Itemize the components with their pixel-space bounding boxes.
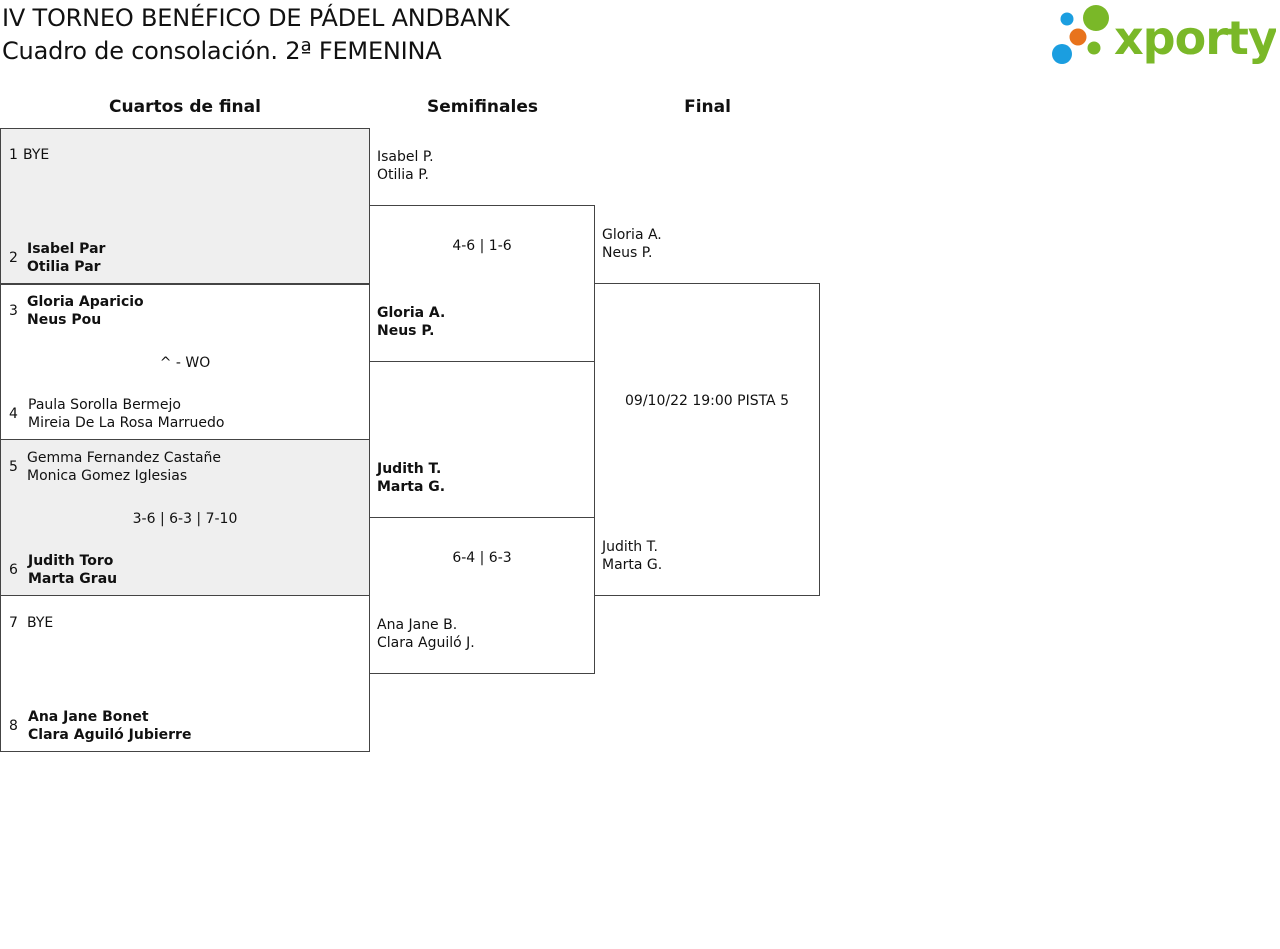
seed-number: 7 bbox=[9, 615, 18, 631]
player-name: Neus Pou bbox=[27, 312, 102, 328]
match-schedule: 09/10/22 19:00 PISTA 5 bbox=[625, 393, 789, 409]
column-header-final: Final bbox=[684, 97, 731, 117]
team-bottom-winner[interactable]: Isabel Par Otilia Par bbox=[27, 240, 105, 276]
player-name: Monica Gomez Iglesias bbox=[27, 468, 188, 484]
player-name: Gemma Fernandez Castañe bbox=[27, 450, 222, 466]
player-name: Gloria Aparicio bbox=[27, 294, 144, 310]
semifinal-2-team-bottom[interactable]: Ana Jane B. Clara Aguiló J. bbox=[377, 616, 475, 652]
match-score: 3-6 | 6-3 | 7-10 bbox=[132, 511, 238, 527]
column-header-semifinals: Semifinales bbox=[427, 97, 538, 117]
team-top[interactable]: BYE bbox=[27, 614, 53, 632]
semifinal-1-team-bottom-winner[interactable]: Gloria A. Neus P. bbox=[377, 304, 445, 340]
player-name: Judith T. bbox=[377, 461, 442, 477]
seed-number: 6 bbox=[9, 562, 18, 578]
final-team-bottom[interactable]: Judith T. Marta G. bbox=[602, 538, 662, 574]
team-top[interactable]: Gemma Fernandez Castañe Monica Gomez Igl… bbox=[27, 449, 221, 485]
player-name: Clara Aguiló J. bbox=[377, 635, 475, 651]
player-name: Marta G. bbox=[377, 479, 446, 495]
column-header-quarterfinals: Cuartos de final bbox=[109, 97, 261, 117]
match-score: ^ - WO bbox=[159, 355, 211, 371]
quarterfinal-match-3[interactable]: 5 Gemma Fernandez Castañe Monica Gomez I… bbox=[0, 439, 370, 596]
draw-subtitle: Cuadro de consolación. 2ª FEMENINA bbox=[2, 37, 442, 65]
player-name: Marta G. bbox=[602, 557, 663, 573]
team-top-winner[interactable]: Gloria Aparicio Neus Pou bbox=[27, 293, 144, 329]
semifinal-1-team-top[interactable]: Isabel P. Otilia P. bbox=[377, 148, 434, 184]
quarterfinal-match-1[interactable]: 1 BYE 2 Isabel Par Otilia Par bbox=[0, 128, 370, 285]
logo-wordmark: xporty bbox=[1114, 11, 1276, 65]
match-score: 6-4 | 6-3 bbox=[452, 550, 512, 566]
player-name: Gloria A. bbox=[377, 305, 446, 321]
quarterfinal-match-4[interactable]: 7 BYE 8 Ana Jane Bonet Clara Aguiló Jubi… bbox=[0, 595, 370, 752]
player-name: Ana Jane Bonet bbox=[28, 709, 149, 725]
player-name: Clara Aguiló Jubierre bbox=[28, 727, 192, 743]
seed-number: 8 bbox=[9, 718, 18, 734]
xporty-logo[interactable]: xporty bbox=[1050, 4, 1276, 66]
player-name: Isabel Par bbox=[27, 241, 106, 257]
seed-number: 3 bbox=[9, 303, 18, 319]
player-name: Mireia De La Rosa Marruedo bbox=[28, 415, 225, 431]
team-bottom-winner[interactable]: Judith Toro Marta Grau bbox=[28, 552, 117, 588]
player-name: Gloria A. bbox=[602, 227, 662, 243]
player-name: Neus P. bbox=[602, 245, 653, 261]
page-title: IV TORNEO BENÉFICO DE PÁDEL ANDBANK Cuad… bbox=[2, 2, 510, 68]
match-score: 4-6 | 1-6 bbox=[452, 238, 512, 254]
tournament-title: IV TORNEO BENÉFICO DE PÁDEL ANDBANK bbox=[2, 4, 510, 32]
player-name: Neus P. bbox=[377, 323, 435, 339]
player-name: Judith T. bbox=[602, 539, 658, 555]
player-name: Paula Sorolla Bermejo bbox=[28, 397, 181, 413]
player-name: Judith Toro bbox=[28, 553, 114, 569]
seed-number: 4 bbox=[9, 406, 18, 422]
player-name: Otilia Par bbox=[27, 259, 101, 275]
team-top[interactable]: BYE bbox=[23, 146, 49, 164]
player-name: Isabel P. bbox=[377, 149, 434, 165]
player-name: Marta Grau bbox=[28, 571, 118, 587]
player-name: BYE bbox=[23, 147, 50, 163]
team-bottom[interactable]: Paula Sorolla Bermejo Mireia De La Rosa … bbox=[28, 396, 224, 432]
player-name: Ana Jane B. bbox=[377, 617, 458, 633]
quarterfinal-match-2[interactable]: 3 Gloria Aparicio Neus Pou ^ - WO 4 Paul… bbox=[0, 283, 370, 440]
semifinal-2-team-top-winner[interactable]: Judith T. Marta G. bbox=[377, 460, 445, 496]
player-name: BYE bbox=[27, 615, 54, 631]
seed-number: 2 bbox=[9, 250, 18, 266]
team-bottom-winner[interactable]: Ana Jane Bonet Clara Aguiló Jubierre bbox=[28, 708, 191, 744]
final-team-top[interactable]: Gloria A. Neus P. bbox=[602, 226, 662, 262]
player-name: Otilia P. bbox=[377, 167, 429, 183]
seed-number: 1 bbox=[9, 147, 18, 163]
xporty-logo-icon: xporty bbox=[1052, 5, 1276, 65]
seed-number: 5 bbox=[9, 459, 18, 475]
final-match[interactable]: 09/10/22 19:00 PISTA 5 bbox=[594, 283, 820, 596]
